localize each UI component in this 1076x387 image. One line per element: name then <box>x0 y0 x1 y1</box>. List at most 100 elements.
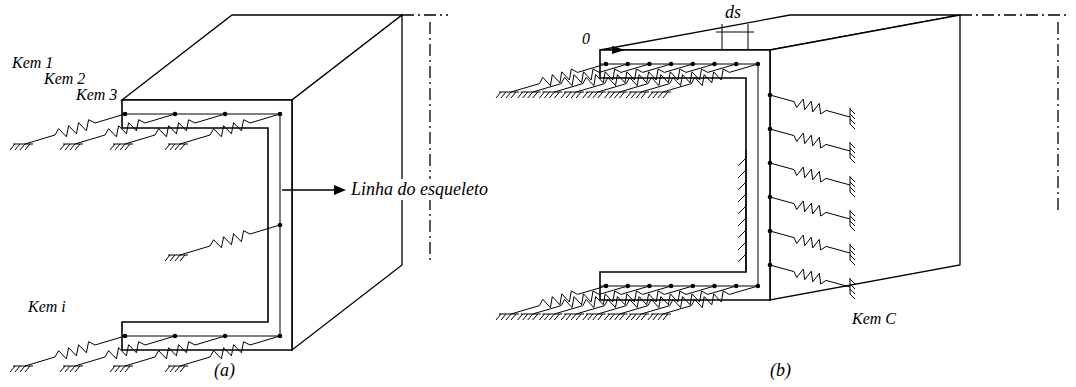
spring-label: Kem 1 <box>12 54 53 72</box>
ground-support <box>850 210 855 231</box>
symmetry-axis <box>1057 22 1058 210</box>
ground-support <box>626 314 649 320</box>
channel-section <box>600 50 770 300</box>
leader-arrow <box>282 189 336 190</box>
skeleton-line <box>122 114 280 336</box>
spring-symbol <box>770 129 850 151</box>
arrow-head <box>334 185 346 195</box>
spring-symbol <box>25 114 125 144</box>
spring-label: Kem 3 <box>76 86 117 104</box>
figure-tag: (a) <box>214 360 235 381</box>
symmetry-axis <box>960 14 1070 15</box>
symmetry-axis <box>402 14 448 15</box>
node-dot <box>691 284 696 289</box>
spring-symbol <box>125 336 225 366</box>
node-dot <box>604 62 609 67</box>
spring-symbol <box>663 64 758 92</box>
ground-support <box>626 92 649 98</box>
spring-symbol <box>770 95 850 117</box>
node-dot <box>756 284 761 289</box>
node-dot <box>278 334 283 339</box>
node-dot <box>768 127 773 132</box>
ground-support <box>110 144 133 150</box>
ground-support <box>539 92 562 98</box>
dimension-line <box>722 24 723 50</box>
ground-support <box>850 278 855 299</box>
spring-symbol <box>75 336 175 366</box>
ground-support <box>850 176 855 197</box>
spring-symbol <box>663 286 758 314</box>
callout-label: Linha do esqueleto <box>348 179 491 200</box>
node-dot <box>768 93 773 98</box>
spring-symbol <box>25 336 125 366</box>
ground-support <box>605 314 628 320</box>
ground-support <box>850 108 855 129</box>
node-dot <box>734 284 739 289</box>
ground-support <box>165 366 188 372</box>
node-dot <box>173 112 178 117</box>
spring-symbol <box>770 197 850 219</box>
ground-support <box>561 92 584 98</box>
ground-support <box>496 314 519 320</box>
spring-symbol <box>125 114 225 144</box>
dimension-label: ds <box>725 2 741 23</box>
spring-symbol <box>180 225 280 255</box>
node-dot <box>223 112 228 117</box>
ground-support <box>648 92 671 98</box>
node-dot <box>625 284 630 289</box>
node-dot <box>647 62 652 67</box>
ground-support <box>583 92 606 98</box>
spring-symbol <box>770 163 850 185</box>
node-dot <box>768 229 773 234</box>
ground-support <box>605 92 628 98</box>
node-dot <box>691 62 696 67</box>
ground-support <box>10 144 33 150</box>
dimension-line <box>716 32 754 33</box>
node-dot <box>223 334 228 339</box>
web-hatch <box>738 150 746 272</box>
node-dot <box>768 195 773 200</box>
node-dot <box>768 263 773 268</box>
node-dot <box>734 62 739 67</box>
ground-support <box>648 314 671 320</box>
spring-symbol <box>180 114 280 144</box>
ground-support <box>561 314 584 320</box>
node-dot <box>768 161 773 166</box>
ground-support <box>60 366 83 372</box>
dimension-line <box>748 24 749 50</box>
spring-group <box>10 62 855 372</box>
spring-label: Kem 2 <box>44 70 85 88</box>
node-dot <box>669 62 674 67</box>
ground-support <box>518 314 541 320</box>
spring-label: Kem C <box>852 310 896 328</box>
ground-support <box>518 92 541 98</box>
spring-symbol <box>75 114 175 144</box>
node-dot <box>647 284 652 289</box>
spring-symbol <box>770 265 850 287</box>
node-dot <box>669 284 674 289</box>
origin-arrow <box>612 46 625 54</box>
node-dot <box>756 62 761 67</box>
ground-support <box>110 366 133 372</box>
node-dot <box>712 62 717 67</box>
ground-support <box>583 314 606 320</box>
node-dot <box>712 284 717 289</box>
ground-support <box>165 255 188 261</box>
channel-section <box>122 100 292 350</box>
ground-support <box>496 92 519 98</box>
node-dot <box>123 112 128 117</box>
ground-support <box>850 244 855 265</box>
ground-support <box>850 142 855 163</box>
node-dot <box>173 334 178 339</box>
node-dot <box>123 334 128 339</box>
skeleton-line <box>600 64 758 286</box>
node-dot <box>278 112 283 117</box>
symmetry-axis <box>429 22 430 262</box>
side-face <box>770 15 960 300</box>
figure-tag: (b) <box>770 360 791 381</box>
origin-label: 0 <box>582 30 590 48</box>
ground-support <box>60 144 83 150</box>
ground-support <box>10 366 33 372</box>
spring-symbol <box>770 231 850 253</box>
